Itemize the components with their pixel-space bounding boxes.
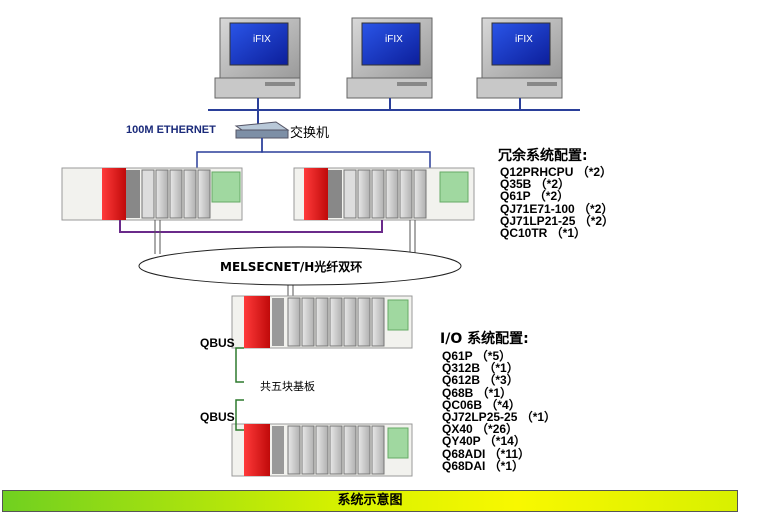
plc-rack-redundant-2 <box>293 167 475 221</box>
workstation-2-label: iFIX <box>385 34 403 45</box>
list-item: QC10TR （*1） <box>500 226 587 241</box>
workstation-1-label: iFIX <box>253 34 271 45</box>
ring-label: MELSECNET/H光纤双环 <box>220 260 363 274</box>
switch-label: 交换机 <box>290 126 330 141</box>
switch-to-plc-links <box>196 138 431 170</box>
list-item: QJ71E71-100 （*2） <box>500 201 614 216</box>
list-item: Q68DAI （*1） <box>442 458 525 473</box>
list-item: Q35B （*2） <box>500 177 571 192</box>
redundant-config-list: Q12PRHCPU （*2） Q35B （*2） Q61P （*2） QJ71E… <box>500 166 614 239</box>
list-item: Q12PRHCPU （*2） <box>500 165 613 179</box>
list-item: Q312B （*1） <box>442 361 519 376</box>
list-item: QY40P （*14） <box>442 434 526 449</box>
qbus-label-2: QBUS <box>200 410 235 424</box>
list-item: Q68B （*1） <box>442 385 513 400</box>
qbus-label-1: QBUS <box>200 336 235 350</box>
ethernet-bus <box>208 98 580 124</box>
list-item: Q612B （*3） <box>442 373 519 388</box>
caption-text: 系统示意图 <box>337 493 403 508</box>
plc-rack-redundant-1 <box>61 167 243 221</box>
list-item: QX40 （*26） <box>442 422 519 437</box>
tracking-cable <box>119 220 383 233</box>
io-config-title: I/O 系统配置: <box>440 331 529 347</box>
ethernet-label: 100M ETHERNET <box>126 124 216 136</box>
workstation-2 <box>346 17 433 99</box>
switch-icon <box>234 121 290 139</box>
list-item: QC06B （*4） <box>442 397 521 412</box>
list-item: Q68ADI （*11） <box>442 446 531 461</box>
fiber-ring <box>138 246 462 286</box>
list-item: Q61P （*5） <box>442 349 512 363</box>
workstation-3 <box>476 17 563 99</box>
io-config-list: Q61P （*5） Q312B （*1） Q612B （*3） Q68B （*1… <box>442 350 556 472</box>
io-rack-2 <box>231 423 413 477</box>
list-item: Q61P （*2） <box>500 189 570 204</box>
workstation-3-label: iFIX <box>515 34 533 45</box>
redundant-config-title: 冗余系统配置: <box>498 148 588 164</box>
io-rack-1 <box>231 295 413 349</box>
list-item: QJ72LP25-25 （*1） <box>442 410 557 425</box>
workstation-1 <box>214 17 301 99</box>
list-item: QJ71LP21-25 （*2） <box>500 213 615 228</box>
baseplate-note: 共五块基板 <box>260 380 315 393</box>
qbus-cables <box>235 347 244 431</box>
caption-bar: 系统示意图 <box>2 490 738 512</box>
